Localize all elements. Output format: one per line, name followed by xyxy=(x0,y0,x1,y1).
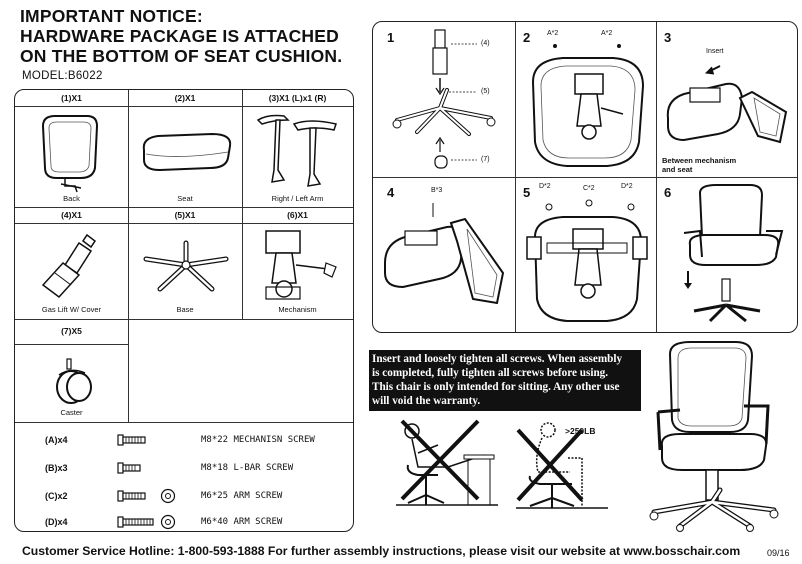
screw-d-icon xyxy=(117,514,176,530)
hardware-a-desc: M8*22 MECHANISN SCREW xyxy=(201,435,315,445)
step-3: 3 Insert Between mechanism and seat xyxy=(656,22,797,177)
step-1: 1 (4) (5) (7) xyxy=(373,22,515,177)
step-4: 4 B*3 xyxy=(373,177,515,332)
footer-date: 09/16 xyxy=(767,548,790,558)
caster-drawing xyxy=(56,358,92,404)
notice-line-3: ON THE BOTTOM OF SEAT CUSHION. xyxy=(20,46,343,66)
footer-contact: Customer Service Hotline: 1-800-593-1888… xyxy=(22,544,741,558)
part-seat-header: (2)X1 xyxy=(128,90,242,107)
back-drawing xyxy=(41,115,99,193)
step-3-drawing xyxy=(666,65,788,144)
part-seat: (2)X1 Seat xyxy=(128,90,242,207)
screw-a-icon xyxy=(117,434,146,446)
step-5-label-c: C*2 xyxy=(583,185,595,192)
step-3-note-line-1: Between mechanism xyxy=(662,156,737,165)
warning-line-4: will void the warranty. xyxy=(372,395,481,407)
step-4-drawing xyxy=(384,203,505,305)
hardware-row-a: (A)x4 M8*22 MECHANISN SCREW xyxy=(15,430,353,452)
step-6: 6 xyxy=(656,177,797,332)
step-6-number: 6 xyxy=(664,185,672,200)
warning-line-1: Insert and loosely tighten all screws. W… xyxy=(372,353,623,365)
notice-line-2: HARDWARE PACKAGE IS ATTACHED xyxy=(20,26,339,46)
important-notice: IMPORTANT NOTICE: HARDWARE PACKAGE IS AT… xyxy=(20,6,342,66)
mechanism-drawing xyxy=(265,230,337,300)
step-1-callout-7: (7) xyxy=(481,156,490,163)
part-back: (1)X1 Back xyxy=(15,90,128,207)
hardware-row-c: (C)x2 M6*25 ARM SCREW xyxy=(15,486,353,508)
step-5-label-d-left: D*2 xyxy=(539,183,551,190)
step-1-number: 1 xyxy=(387,30,395,45)
step-2-screw-label-right: A*2 xyxy=(601,30,613,37)
no-feet-on-chair-icon xyxy=(396,419,498,506)
step-4-screw-label: B*3 xyxy=(431,187,443,194)
part-base-caption: Base xyxy=(176,305,194,314)
step-5-number: 5 xyxy=(523,185,531,200)
part-mechanism: (6)X1 Mechanism xyxy=(242,207,353,319)
screw-c-icon xyxy=(117,488,176,504)
step-3-note-line-2: and seat xyxy=(662,165,693,174)
step-2-drawing xyxy=(531,44,645,167)
warning-line-2: is completed, fully tighten all screws b… xyxy=(372,367,609,379)
hardware-d-label: (D)x4 xyxy=(45,517,68,527)
step-4-number: 4 xyxy=(387,185,395,200)
hardware-b-desc: M8*18 L-BAR SCREW xyxy=(201,463,294,473)
step-3-insert-label: Insert xyxy=(706,48,724,55)
hardware-c-desc: M6*25 ARM SCREW xyxy=(201,491,283,501)
warning-line-3: This chair is only intended for sitting.… xyxy=(372,381,620,393)
part-back-caption: Back xyxy=(63,194,80,203)
hardware-b-label: (B)x3 xyxy=(45,463,68,473)
seat-drawing xyxy=(142,132,232,172)
part-back-header: (1)X1 xyxy=(15,90,128,107)
part-caster-header: (7)X5 xyxy=(61,326,82,336)
warning-box: Insert and loosely tighten all screws. W… xyxy=(369,350,641,411)
part-arms-header: (3)X1 (L)x1 (R) xyxy=(242,90,353,107)
step-1-callout-5: (5) xyxy=(481,88,490,95)
part-gas-lift-header: (4)X1 xyxy=(15,207,128,224)
hardware-row-b: (B)x3 M8*18 L-BAR SCREW xyxy=(15,458,353,480)
assembly-steps-panel: 1 (4) (5) (7) 2 A*2 A*2 xyxy=(372,21,798,333)
base-drawing xyxy=(143,240,229,292)
parts-list-panel: (1)X1 Back (2)X1 Seat (3)X1 (L)x1 (R) Ri… xyxy=(14,89,354,532)
step-1-callout-4: (4) xyxy=(481,40,490,47)
model-number: MODEL:B6022 xyxy=(22,70,103,82)
part-gas-lift-caption: Gas Lift W/ Cover xyxy=(41,305,102,314)
hardware-c-label: (C)x2 xyxy=(45,491,68,501)
step-5-label-d-right: D*2 xyxy=(621,183,633,190)
part-caster: (7)X5 Caster xyxy=(15,319,128,422)
hardware-d-desc: M6*40 ARM SCREW xyxy=(201,517,283,527)
part-seat-caption: Seat xyxy=(177,194,193,203)
step-5: 5 D*2 C*2 D*2 xyxy=(515,177,656,332)
hardware-row-d: (D)x4 M6*40 ARM SCREW xyxy=(15,512,353,531)
weight-limit-label: >250LB xyxy=(565,426,596,436)
part-base: (5)X1 Base xyxy=(128,207,242,319)
arms-drawing xyxy=(256,114,337,187)
gas-lift-drawing xyxy=(41,233,97,299)
assembled-chair-drawing xyxy=(649,341,779,532)
step-2-screw-label-left: A*2 xyxy=(547,30,559,37)
part-caster-caption: Caster xyxy=(60,408,83,417)
step-3-number: 3 xyxy=(664,30,672,45)
part-arms: (3)X1 (L)x1 (R) Right / Left Arm xyxy=(242,90,353,207)
step-5-drawing xyxy=(526,199,648,322)
step-2: 2 A*2 A*2 xyxy=(515,22,656,177)
part-arms-caption: Right / Left Arm xyxy=(271,194,324,203)
part-mechanism-caption: Mechanism xyxy=(278,305,317,314)
notice-line-1: IMPORTANT NOTICE: xyxy=(20,6,203,26)
part-base-header: (5)X1 xyxy=(128,207,242,224)
part-mechanism-header: (6)X1 xyxy=(242,207,353,224)
screw-b-icon xyxy=(117,462,141,474)
step-1-drawing xyxy=(392,29,496,169)
hardware-a-label: (A)x4 xyxy=(45,435,68,445)
weight-limit-icon xyxy=(516,422,608,509)
step-6-drawing xyxy=(683,184,784,323)
step-2-number: 2 xyxy=(523,30,531,45)
part-gas-lift: (4)X1 Gas Lift W/ Cover xyxy=(15,207,128,319)
